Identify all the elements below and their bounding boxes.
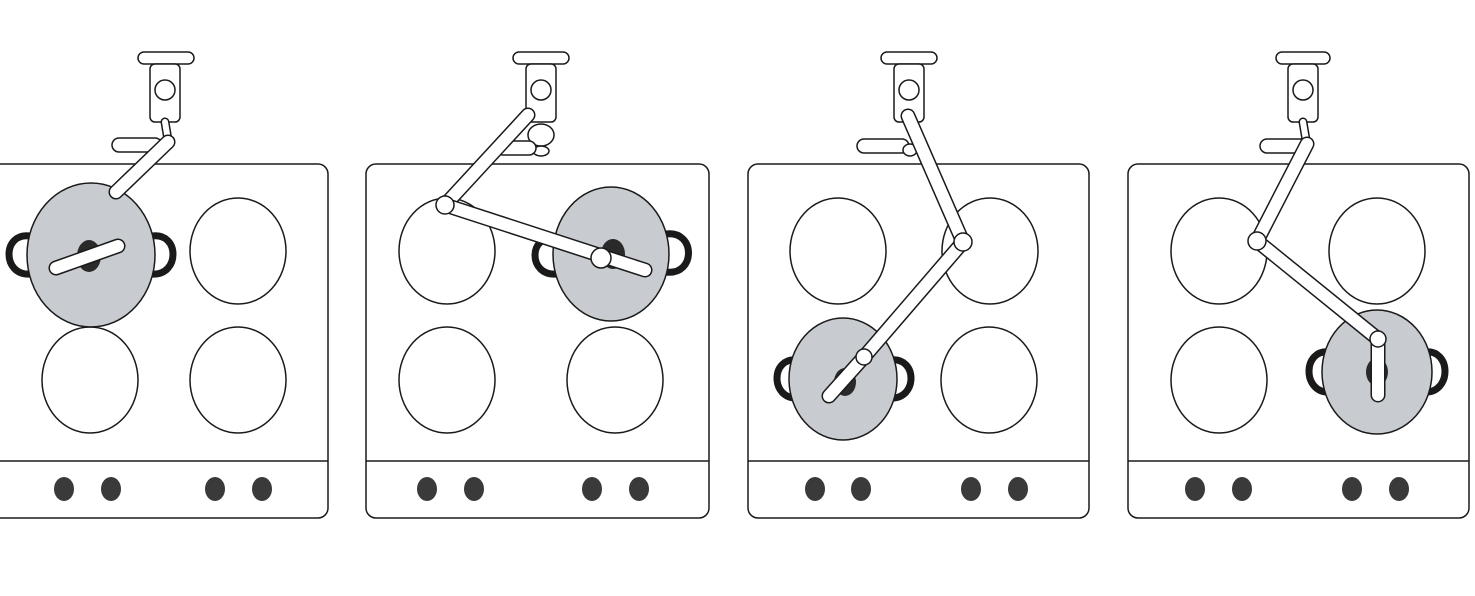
arm-link: [1251, 138, 1313, 247]
burner-icon: [1328, 197, 1426, 305]
wrist-joint: [855, 348, 873, 366]
knob-icon: [629, 477, 649, 501]
knob-icon: [851, 477, 871, 501]
burner-icon: [566, 326, 664, 434]
elbow-joint: [435, 195, 455, 215]
robot-arm-icon: [821, 51, 973, 404]
arm-mount-plate: [512, 51, 570, 65]
scene-2: [365, 51, 710, 519]
knob-icon: [1389, 477, 1409, 501]
robot-arm-icon: [437, 51, 570, 213]
knob-icon: [417, 477, 437, 501]
base-joint: [898, 79, 920, 101]
burner-icon: [398, 326, 496, 434]
arm-link: [439, 109, 534, 211]
wrist-joint: [590, 247, 612, 269]
pot-handle-left: [1305, 348, 1331, 396]
elbow-joint: [1247, 231, 1267, 251]
burner-icon: [189, 326, 287, 434]
knob-icon: [1008, 477, 1028, 501]
base-joint: [1292, 79, 1314, 101]
knob-icon: [582, 477, 602, 501]
base-joint: [530, 79, 552, 101]
knob-icon: [1342, 477, 1362, 501]
arm-mount-plate: [880, 51, 938, 65]
robot-arm-icon: [435, 195, 653, 278]
burner-icon: [1170, 197, 1268, 305]
pot-handle-right: [665, 230, 692, 276]
scene-4: [1127, 51, 1470, 519]
knob-icon: [1232, 477, 1252, 501]
scene-1: [0, 51, 329, 519]
knob-icon: [54, 477, 74, 501]
burner-icon: [189, 197, 287, 305]
burner-icon: [941, 197, 1039, 305]
arm-mount-plate: [1275, 51, 1331, 65]
wrist-joint: [1369, 330, 1387, 348]
knob-icon: [1185, 477, 1205, 501]
pot-handle-left: [773, 356, 799, 402]
robot-arm-icon: [1247, 51, 1387, 403]
base-joint: [154, 79, 176, 101]
burner-icon: [41, 326, 139, 434]
arm-mount-plate: [137, 51, 195, 65]
stove-icon: [747, 163, 1090, 519]
burner-icon: [789, 197, 887, 305]
knob-icon: [205, 477, 225, 501]
knob-icon: [961, 477, 981, 501]
wrist-block: [856, 138, 910, 154]
gripper-bar: [50, 240, 124, 274]
stove-body: [747, 163, 1090, 519]
elbow-joint: [953, 232, 973, 252]
knob-icon: [101, 477, 121, 501]
pot-handle-left: [5, 232, 31, 278]
pot-handle-right: [1423, 348, 1449, 396]
knob-icon: [464, 477, 484, 501]
pot-handle-right: [889, 356, 915, 402]
burner-icon: [940, 326, 1038, 434]
knob-icon: [805, 477, 825, 501]
arm-link: [902, 110, 969, 248]
robot-arm-icon: [48, 51, 195, 276]
arm-link: [858, 236, 969, 363]
knob-icon: [252, 477, 272, 501]
scene-3: [747, 51, 1090, 519]
arm-link: [1251, 235, 1384, 345]
burner-icon: [1170, 326, 1268, 434]
arm-link: [110, 136, 174, 198]
pot-handle-right: [151, 232, 177, 278]
